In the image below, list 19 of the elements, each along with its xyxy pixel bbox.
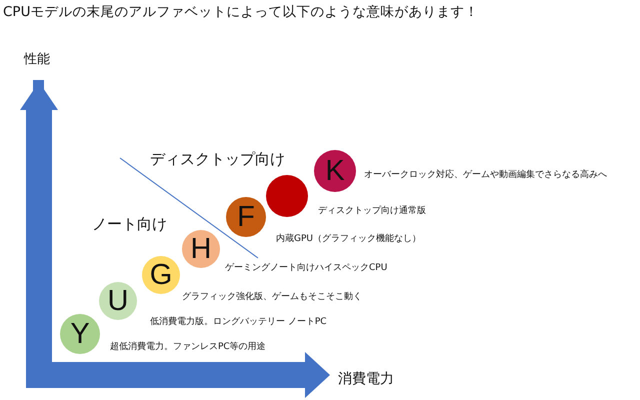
axis-label: 消費電力 bbox=[338, 370, 394, 388]
letter-circle: K bbox=[314, 150, 356, 192]
letter-circle: U bbox=[99, 282, 137, 320]
letter-circle: H bbox=[182, 230, 220, 268]
description-text: ゲーミングノート向けハイスペックCPU bbox=[225, 262, 388, 274]
description-text: ディスクトップ向け通常版 bbox=[318, 204, 426, 217]
letter-circle: G bbox=[142, 256, 180, 294]
axis-label: 性能 bbox=[24, 51, 50, 68]
description-text: 低消費電力版。ロングバッテリー ノートPC bbox=[150, 316, 327, 328]
category-label: ノート向け bbox=[92, 215, 167, 234]
heading: CPUモデルの末尾のアルファベットによって以下のような意味があります！ bbox=[3, 3, 478, 21]
description-text: オーバークロック対応、ゲームや動画編集でさらなる高みへ bbox=[364, 168, 607, 181]
description-text: 内蔵GPU（グラフィック機能なし） bbox=[276, 232, 421, 245]
letter-circle: Y bbox=[60, 314, 100, 354]
description-text: グラフィック強化版、ゲームもそこそこ動く bbox=[182, 290, 362, 303]
circle-marker bbox=[266, 175, 308, 217]
letter-circle: F bbox=[226, 197, 266, 237]
description-text: 超低消費電力。ファンレスPC等の用途 bbox=[110, 340, 266, 353]
category-label: ディスクトップ向け bbox=[150, 150, 285, 169]
